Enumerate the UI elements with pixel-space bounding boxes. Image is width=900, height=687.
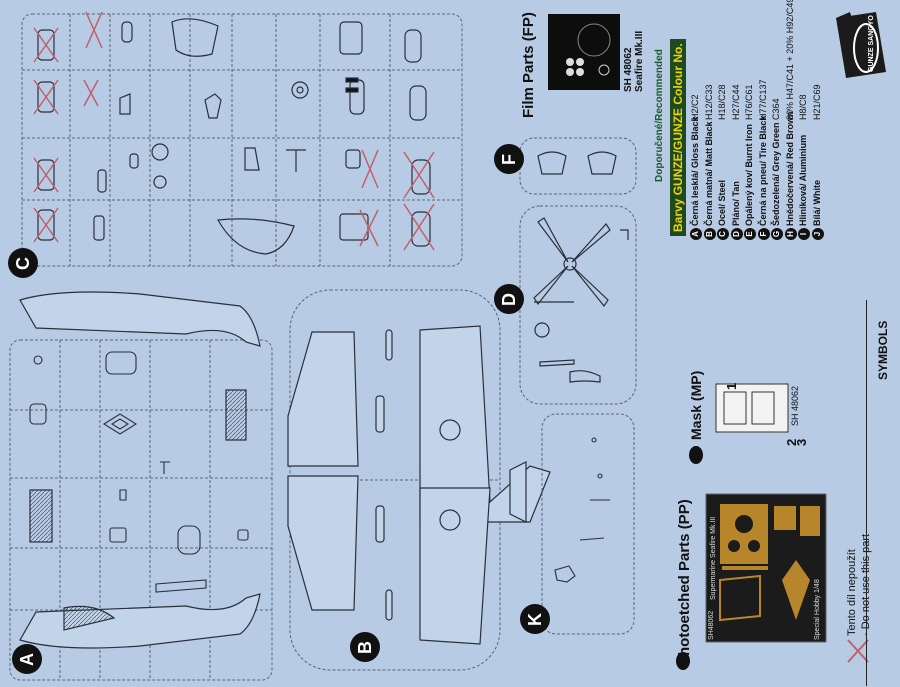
gunze-logo-text: GUNZE SANGYO (868, 15, 875, 72)
paint-header-recommended: Doporučené/Recommended (654, 49, 665, 182)
film-parts-sheet-name: Seafire Mk.III (634, 30, 645, 92)
film-instrument-panel (548, 14, 620, 90)
film-parts-canopy (537, 151, 617, 175)
mask-sheet (715, 383, 789, 433)
unused-part-legend-cross (847, 639, 869, 663)
water-drop-icon-mask (689, 446, 703, 464)
photoetched-fret-footer: Special Hobby 1/48 (814, 579, 821, 640)
paint-key-f: F (757, 228, 770, 240)
paint-key-d: D (730, 228, 743, 240)
paint-name-a: Černá lesklá/ Gloss Black (690, 116, 700, 226)
symbols-panel (866, 300, 897, 686)
paint-code-b: H12/C33 (703, 84, 714, 120)
mask-code: SH 48062 (790, 385, 800, 426)
photoetched-fret-code: SH48062 (708, 610, 715, 640)
propeller (533, 217, 629, 383)
sprue-k (541, 413, 635, 635)
paint-key-e: E (744, 228, 756, 240)
symbols-title: SYMBOLS (876, 320, 890, 380)
paint-code-f: H77/C137 (757, 79, 768, 120)
section-label-f: F (494, 144, 524, 174)
film-parts-title: Film Parts (FP) (520, 12, 537, 118)
legend-line-cz: Tento díl nepoužít (846, 549, 858, 636)
paint-name-e: Opálený kov/ Burnt Iron (744, 123, 754, 226)
paint-key-c: C (717, 228, 729, 240)
mask-title: Mask (MP) (688, 370, 704, 440)
paint-name-b: Černá matná/ Matt Black (703, 121, 714, 226)
paint-name-d: Pláno/ Tan (730, 181, 741, 226)
paint-name-c: Ocel/ Steel (717, 179, 727, 226)
sprue-b-wings (287, 325, 551, 645)
sprue-c (21, 13, 463, 267)
mask-number-1: 1 (724, 382, 739, 390)
paint-key-g: G (771, 228, 783, 240)
paint-name-g: Šedozelená/ Grey Green (771, 122, 781, 226)
paint-code-g: C364 (771, 98, 781, 120)
section-label-b: B (350, 632, 380, 662)
paint-name-f: Černá na pneu/ Tire Black (757, 115, 768, 226)
paint-code-c: H18/C28 (717, 84, 727, 120)
photoetched-fret (705, 493, 827, 643)
sprue-k-parts (554, 437, 610, 583)
paint-code-h: 80% H47/C41 + 20% H92/C49 (784, 0, 795, 120)
film-parts-sheet-code: SH 48062 (623, 47, 634, 92)
paint-key-i: I (798, 228, 810, 240)
sprue-a-fuselage (19, 291, 261, 649)
paint-key-j: J (811, 228, 824, 240)
paint-code-j: H21/C69 (811, 84, 822, 120)
paint-header-brand: Barvy GUNZE/GUNZE Colour No. (670, 39, 686, 236)
unused-part-cross-marks (33, 11, 435, 251)
paint-key-h: H (784, 228, 797, 240)
sprue-d (519, 205, 637, 405)
paint-code-d: H27/C44 (730, 84, 741, 120)
paint-key-a: A (690, 228, 702, 240)
photoetched-fret-title: Supermarine Seafire Mk.III (710, 516, 717, 600)
photoetched-title: Photoetched Parts (PP) (676, 499, 693, 666)
paint-name-i: Hliníková/ Aluminium (798, 134, 808, 226)
paint-name-j: Bílá/ White (811, 179, 822, 226)
sprue-c-parts (37, 18, 431, 255)
gunze-logo (836, 12, 886, 78)
sprue-f (519, 137, 637, 195)
paint-code-i: H8/C8 (798, 94, 808, 120)
water-drop-icon-pe (676, 652, 690, 670)
paint-code-a: H2/C2 (690, 94, 700, 120)
paint-code-e: H76/C61 (744, 84, 754, 120)
section-label-c: C (8, 248, 38, 278)
paint-key-b: B (703, 228, 716, 240)
section-label-a: A (12, 644, 42, 674)
mask-number-3: 3 (794, 438, 809, 446)
section-label-d: D (494, 284, 524, 314)
section-label-k: K (520, 604, 550, 634)
paint-name-h: Hnědočervená/ Red Brown (784, 111, 795, 226)
sprue-a-parts (29, 351, 249, 593)
